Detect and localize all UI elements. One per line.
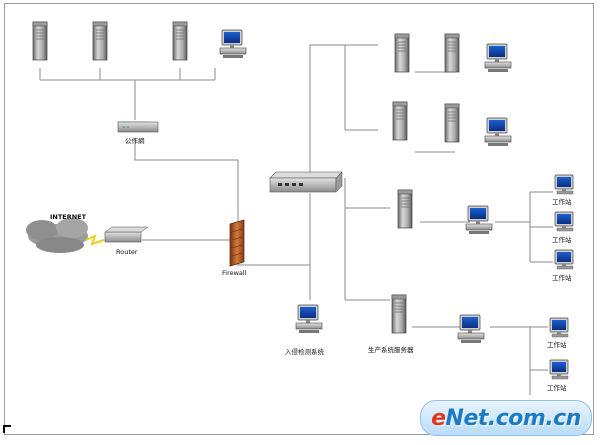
connection-lines — [39, 44, 553, 395]
monitor-pc — [219, 29, 247, 59]
brand-e: e — [431, 405, 446, 431]
workstation-5-label: 工作站 — [547, 383, 567, 392]
firewall-icon — [229, 219, 245, 267]
workstation-2 — [554, 211, 574, 232]
router-label: Router — [116, 248, 138, 256]
intrusion-detection-pc — [295, 304, 323, 334]
monitor-pc-2 — [484, 117, 512, 147]
mis-server — [394, 33, 410, 73]
office-server — [397, 189, 413, 229]
production-server-label: 生产系统服务器 — [368, 345, 414, 354]
hub-icon — [117, 121, 159, 133]
server-1 — [32, 21, 48, 61]
corner-mark — [3, 425, 11, 433]
intrusion-detection-label: 入侵检测系统 — [285, 347, 325, 356]
link-bolt-icon — [85, 234, 105, 246]
workstation-1 — [554, 174, 574, 195]
hub-label: 公作網 — [125, 136, 145, 145]
security-server-2 — [444, 103, 460, 143]
brand-rest: Net.com.cn — [445, 405, 582, 431]
core-switch-icon — [269, 171, 343, 193]
monitor-pc-1 — [484, 43, 512, 73]
firewall-label: Firewall — [222, 269, 247, 277]
workstation-2-label: 工作站 — [552, 235, 572, 244]
workstation-3-label: 工作站 — [552, 273, 572, 282]
workstation-5 — [549, 359, 569, 380]
workstation-3 — [554, 249, 574, 270]
internet-cloud-icon — [26, 218, 88, 253]
internet-label: INTERNET — [50, 213, 87, 221]
router-icon — [104, 226, 149, 243]
workstation-1-label: 工作站 — [552, 197, 572, 206]
server-2 — [92, 21, 108, 61]
diagram-frame — [4, 3, 594, 435]
production-server — [391, 294, 407, 334]
security-server-1 — [444, 33, 460, 73]
workstation-4-label: 工作站 — [547, 340, 567, 349]
server-3 — [172, 21, 188, 61]
sales-server — [392, 101, 408, 141]
production-monitor-pc — [457, 314, 485, 344]
office-monitor-pc — [465, 205, 493, 235]
workstation-4 — [549, 317, 569, 338]
